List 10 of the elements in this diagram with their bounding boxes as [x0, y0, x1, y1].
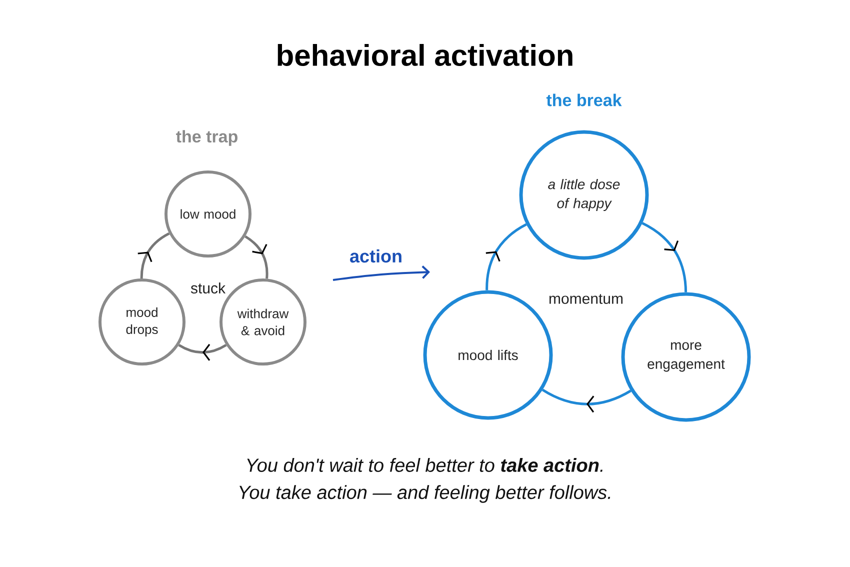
circle-node: a little dose of happy [519, 130, 649, 260]
circle-node: more engagement [621, 292, 751, 422]
circle-node: mood drops [98, 278, 186, 366]
heading: the trap [176, 130, 238, 146]
arrow-label: action [350, 249, 402, 263]
circle-node: low mood [164, 170, 252, 258]
heading: the break [546, 94, 622, 106]
caption-line: You don't wait to feel better to take action. [247, 458, 602, 472]
caption-line: You take action — and feeling better follows. [240, 485, 610, 503]
title: behavioral activation [278, 44, 572, 66]
